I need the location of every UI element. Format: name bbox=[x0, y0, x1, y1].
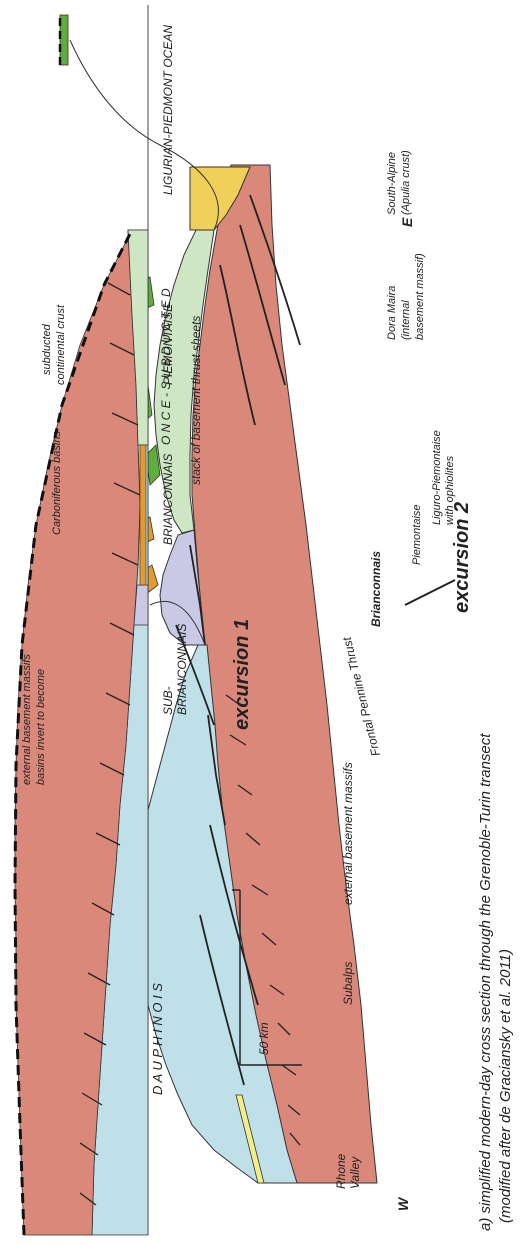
label-continental-crust-2: subducted bbox=[41, 323, 53, 375]
excursion-2-pointer bbox=[405, 580, 455, 605]
label-frontal-thrust: Frontal Pennine Thrust bbox=[340, 635, 383, 757]
label-rhone-2: Valley bbox=[348, 1156, 362, 1189]
label-dora-2: (internal bbox=[400, 300, 412, 340]
label-south-alpine-2: (Apulia crust) bbox=[400, 150, 412, 215]
west-label: W bbox=[395, 1196, 411, 1211]
label-basins-invert-2: external basement massifs bbox=[21, 654, 33, 785]
label-brianconnais-lower: BRIANCONNAIS bbox=[161, 454, 175, 545]
label-dora-1: Dora Maira bbox=[386, 286, 398, 340]
label-continental-crust-1: continental crust bbox=[55, 304, 67, 385]
east-label: E bbox=[399, 217, 415, 227]
caption-line-2: (modified after de Graciansky et al. 201… bbox=[497, 949, 514, 1223]
lower-carboniferous-band bbox=[140, 445, 146, 585]
label-dora-3: basement massif) bbox=[414, 253, 426, 340]
label-piemontaise-upper: Piemontaise bbox=[411, 504, 423, 565]
label-basins-invert-1: basins invert to become bbox=[35, 669, 47, 785]
label-ligurian-1: Liguro-Piemontaise bbox=[431, 430, 443, 525]
lower-cross-section: D A U P H I N O I S SUB- BRIANCONNAIS BR… bbox=[15, 5, 189, 1235]
label-brianconnais-upper: Brianconnais bbox=[369, 551, 383, 627]
label-ligurian-ocean: LIGURIAN-PIEDMONT OCEAN bbox=[161, 25, 175, 195]
label-sub-brianconnais-1: SUB- bbox=[161, 686, 175, 715]
label-dauphinois: D A U P H I N O I S bbox=[150, 983, 165, 1095]
label-external-massifs: external basement massifs bbox=[341, 762, 355, 905]
label-piemontaise-lower: PIEMONTAISE bbox=[161, 303, 175, 385]
label-carboniferous: Carboniferous basins bbox=[51, 431, 63, 535]
scale-bar-label: 50 km bbox=[257, 1022, 271, 1055]
label-sub-brianconnais-2: BRIANCONNAIS bbox=[175, 624, 189, 715]
label-stack: stack of basement thrust sheets bbox=[189, 316, 203, 485]
label-south-alpine-1: South-Alpine bbox=[386, 152, 398, 215]
label-rhone-1: Rhone bbox=[334, 1153, 348, 1189]
label-subalps: Subalps bbox=[341, 962, 355, 1005]
label-excursion-1: excursion 1 bbox=[231, 619, 253, 730]
caption-line-1: a) simplified modern-day cross section t… bbox=[477, 733, 494, 1231]
label-excursion-2: excursion 2 bbox=[451, 502, 473, 613]
